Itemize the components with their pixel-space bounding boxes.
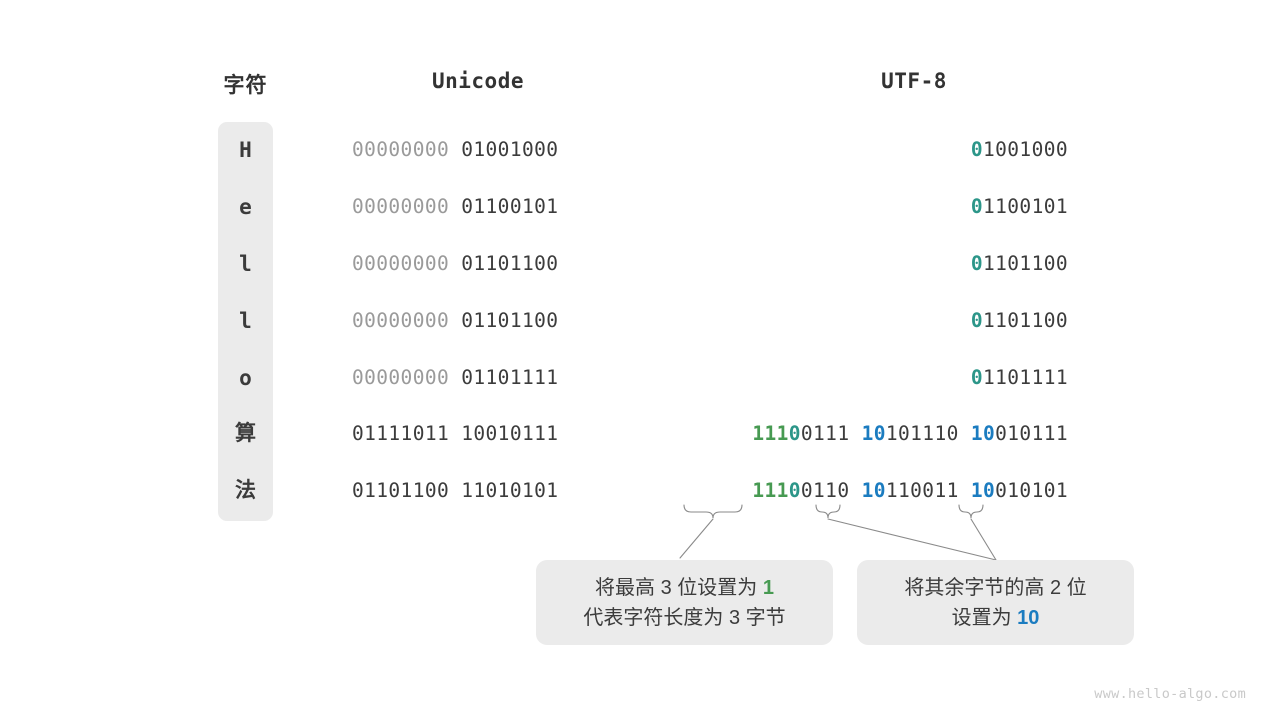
- utf8-bits: 11100110 10110011 10010101: [620, 478, 1068, 504]
- utf8-lead-bit: 0: [788, 479, 801, 502]
- utf8-bits: 11100111 10101110 10010111: [620, 421, 1068, 447]
- column-header-unicode: Unicode: [431, 69, 524, 93]
- unicode-low-byte: 01101100: [461, 309, 559, 332]
- unicode-high-byte: 00000000: [352, 138, 450, 161]
- utf8-bits: 01101111: [620, 365, 1068, 391]
- utf8-lead-bit: 0: [970, 366, 984, 389]
- unicode-bits: 00000000 01100101: [352, 194, 608, 220]
- utf8-bits: 01101100: [620, 308, 1068, 334]
- character-cell: e: [239, 195, 252, 219]
- callout-continuation-marker: 将其余字节的高 2 位 设置为 10: [857, 560, 1134, 645]
- unicode-high-byte: 00000000: [352, 195, 450, 218]
- utf8-payload: 1100101: [983, 195, 1068, 218]
- utf8-payload: 0111: [800, 422, 850, 445]
- brace-continuation-1: [815, 504, 841, 519]
- unicode-bits: 00000000 01101100: [352, 308, 608, 334]
- unicode-high-byte: 00000000: [352, 309, 450, 332]
- unicode-bits: 01101100 11010101: [352, 478, 608, 504]
- unicode-bytes: 01111011 10010111: [352, 422, 559, 445]
- unicode-bytes: 01101100 11010101: [352, 479, 559, 502]
- callout-highlight-10: 10: [1017, 606, 1040, 629]
- utf8-continuation-marker: 10: [970, 422, 996, 445]
- character-cell: 算: [235, 422, 256, 445]
- leader-line-left: [679, 518, 714, 559]
- unicode-low-byte: 01101100: [461, 252, 559, 275]
- callout-left-line-2: 代表字符长度为 3 字节: [583, 606, 786, 629]
- utf8-payload: 110011: [885, 479, 959, 502]
- callout-length-marker: 将最高 3 位设置为 1 代表字符长度为 3 字节: [536, 560, 833, 645]
- utf8-continuation-marker: 10: [861, 479, 886, 502]
- utf8-payload: 010101: [995, 479, 1068, 502]
- character-column-panel: [218, 122, 273, 521]
- utf8-payload: 1101100: [983, 252, 1068, 275]
- utf8-bits: 01101100: [620, 251, 1068, 277]
- unicode-bits: 00000000 01101111: [352, 365, 608, 391]
- unicode-bits: 00000000 01001000: [352, 137, 608, 163]
- unicode-bits: 00000000 01101100: [352, 251, 608, 277]
- character-cell: 法: [235, 479, 256, 502]
- utf8-length-marker: 111: [752, 479, 789, 502]
- unicode-high-byte: 00000000: [352, 366, 450, 389]
- brace-continuation-2: [958, 504, 984, 519]
- utf8-lead-bit: 0: [970, 195, 984, 218]
- unicode-bits: 01111011 10010111: [352, 421, 608, 447]
- utf8-lead-bit: 0: [970, 252, 984, 275]
- utf8-lead-bit: 0: [788, 422, 801, 445]
- utf8-lead-bit: 0: [970, 309, 984, 332]
- utf8-payload: 1101111: [983, 366, 1068, 389]
- unicode-low-byte: 01100101: [461, 195, 559, 218]
- column-header-utf8: UTF-8: [881, 69, 947, 93]
- callout-right-line-1: 将其余字节的高 2 位: [904, 576, 1087, 599]
- character-cell: l: [239, 252, 252, 276]
- watermark: www.hello-algo.com: [1094, 686, 1246, 702]
- character-cell: H: [239, 138, 252, 162]
- utf8-payload: 101110: [885, 422, 959, 445]
- utf8-payload: 010111: [995, 422, 1068, 445]
- callout-highlight-1: 1: [762, 576, 774, 599]
- utf8-continuation-marker: 10: [970, 479, 996, 502]
- utf8-length-marker: 111: [752, 422, 789, 445]
- column-header-character: 字符: [223, 74, 268, 97]
- leader-line-right-a: [827, 518, 997, 561]
- utf8-continuation-marker: 10: [861, 422, 886, 445]
- unicode-low-byte: 01101111: [461, 366, 559, 389]
- callout-right-line-2: 设置为 10: [951, 606, 1040, 629]
- leader-line-right-b: [970, 518, 997, 561]
- unicode-low-byte: 01001000: [461, 138, 559, 161]
- utf8-payload: 1001000: [983, 138, 1068, 161]
- utf8-payload: 1101100: [983, 309, 1068, 332]
- unicode-high-byte: 00000000: [352, 252, 450, 275]
- character-cell: l: [239, 309, 252, 333]
- callout-left-line-1: 将最高 3 位设置为 1: [595, 576, 774, 599]
- character-cell: o: [239, 366, 252, 390]
- utf8-bits: 01100101: [620, 194, 1068, 220]
- utf8-lead-bit: 0: [970, 138, 984, 161]
- utf8-bits: 01001000: [620, 137, 1068, 163]
- brace-length-marker: [683, 504, 743, 519]
- utf8-payload: 0110: [800, 479, 850, 502]
